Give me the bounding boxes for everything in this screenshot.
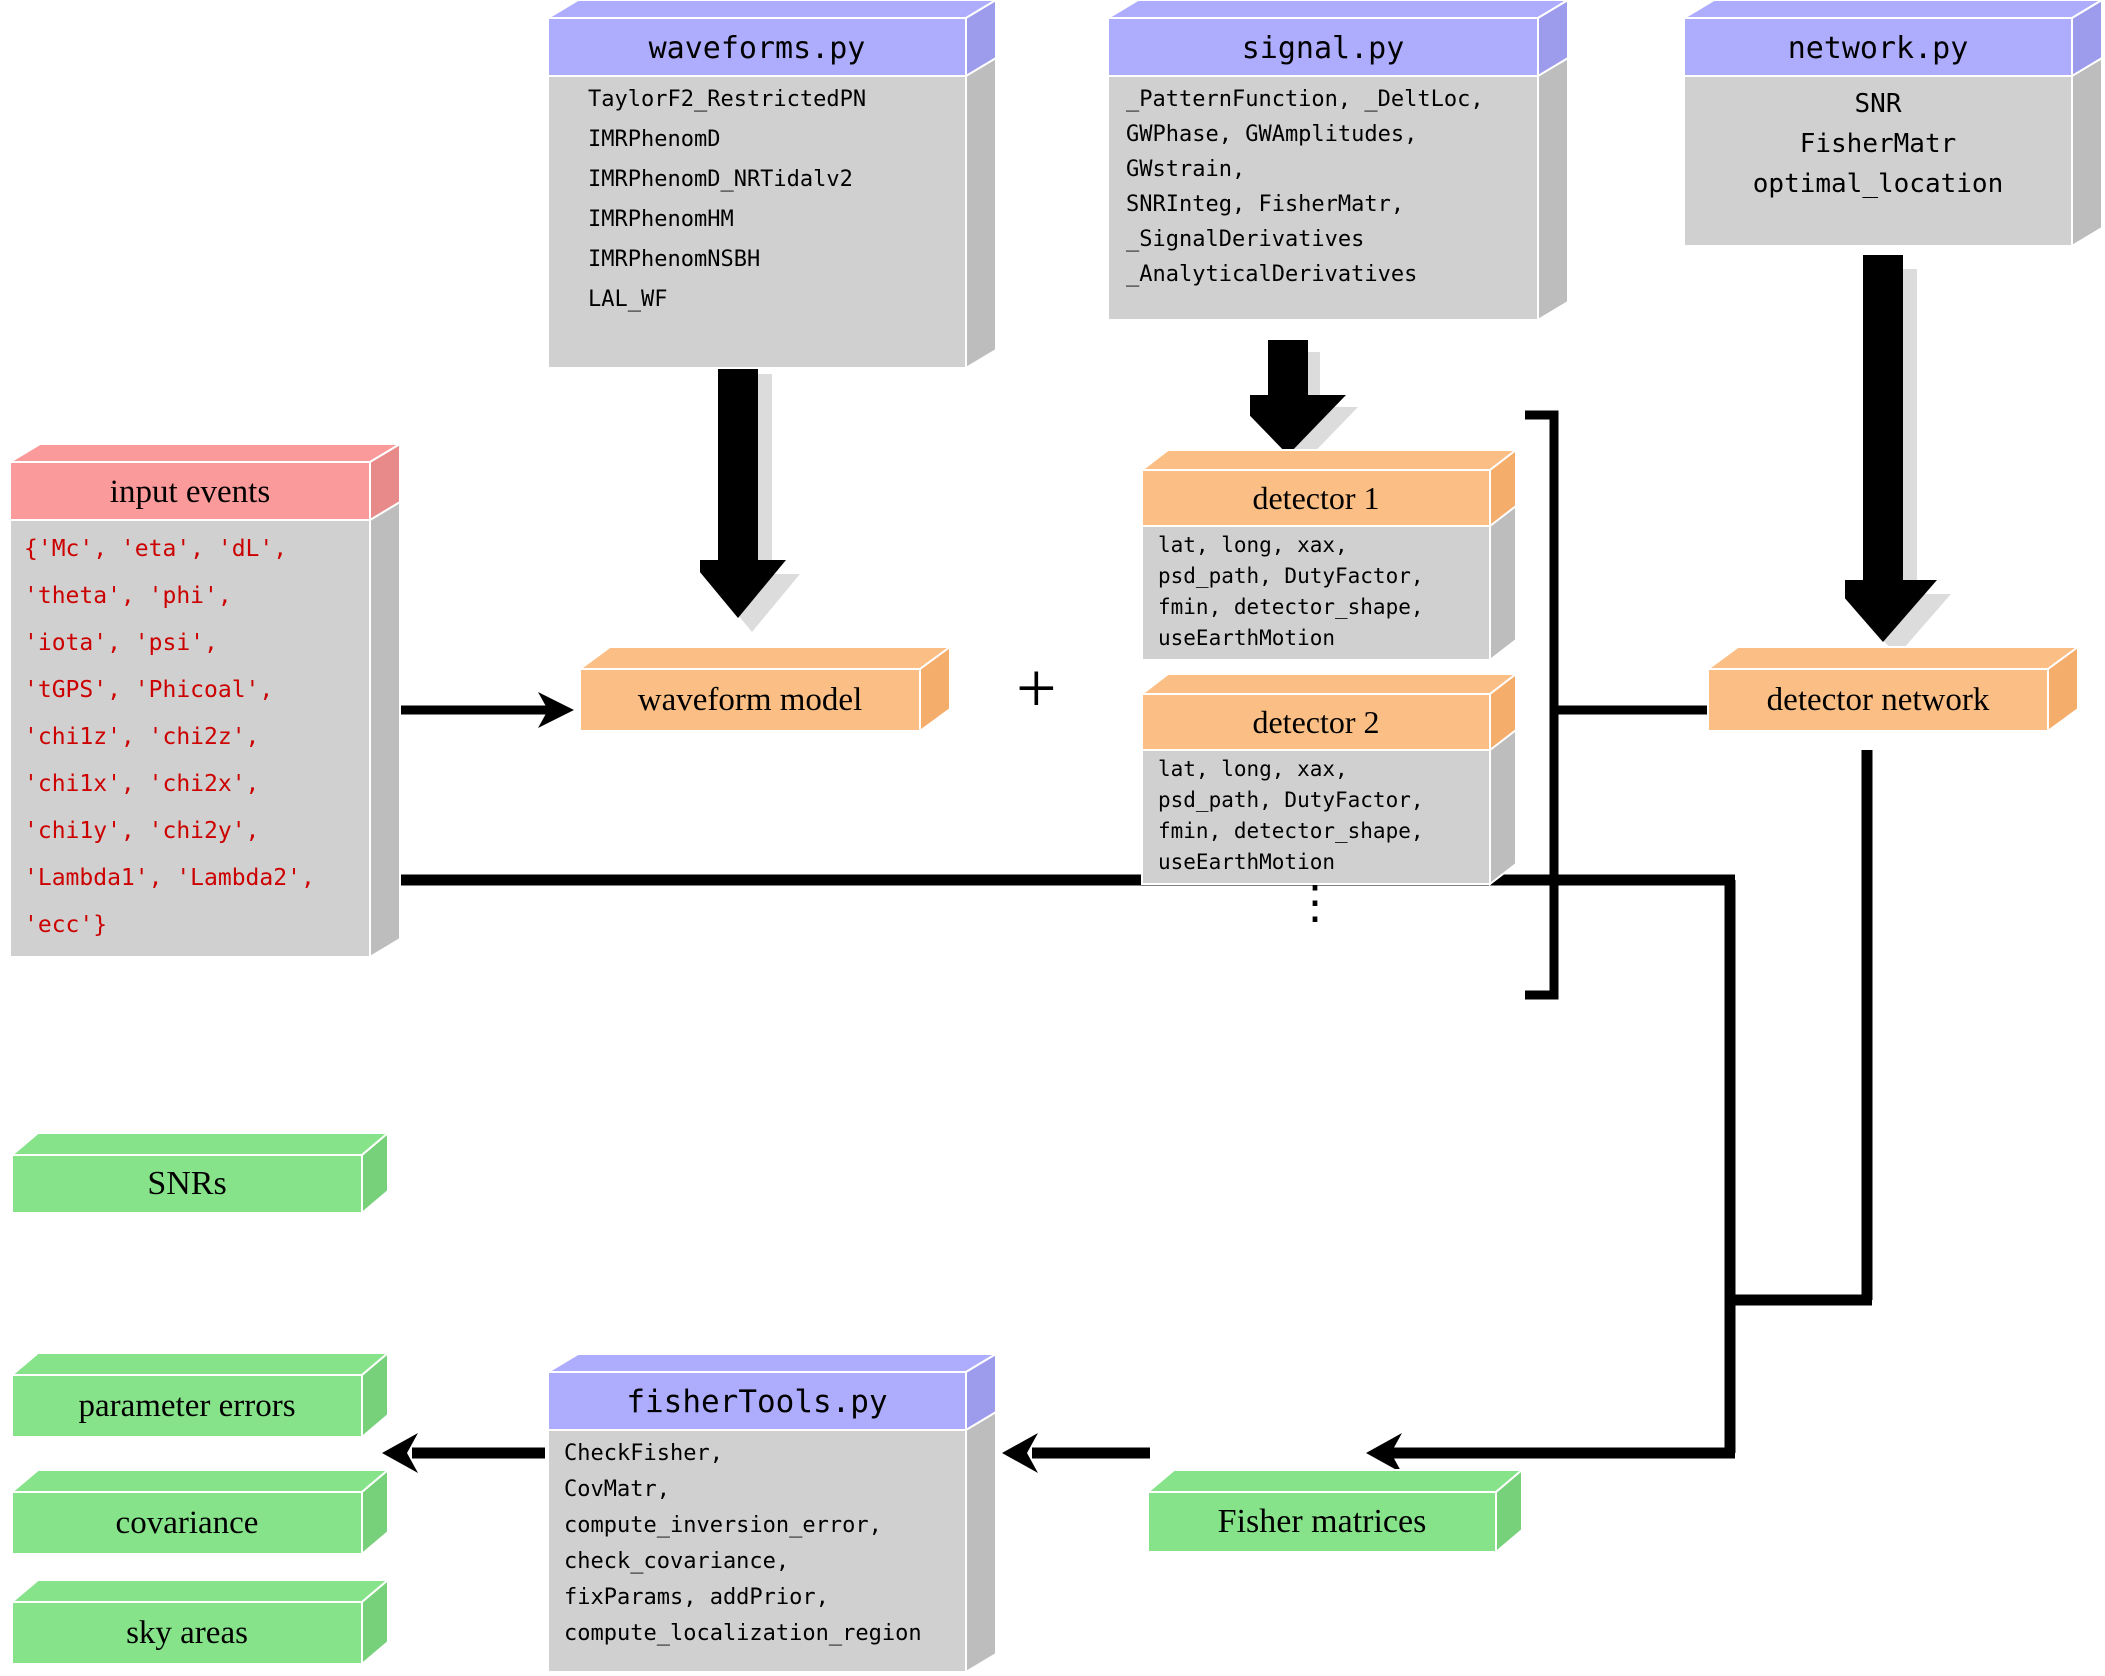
- module-title-fishertools: fisherTools.py: [626, 1384, 888, 1420]
- list-item: {'Mc', 'eta', 'dL',: [24, 536, 288, 562]
- output-label-covariance: covariance: [115, 1504, 259, 1541]
- list-item: useEarthMotion: [1158, 850, 1336, 874]
- list-item: 'chi1x', 'chi2x',: [24, 771, 260, 797]
- module-body-network: SNR FisherMatr optimal_location: [1684, 84, 2072, 204]
- module-title-waveforms: waveforms.py: [648, 30, 866, 66]
- plus-symbol: +: [1016, 648, 1057, 728]
- detector-1-body: lat, long, xax, psd_path, DutyFactor, fm…: [1142, 530, 1490, 654]
- connector-fisher-to-tools: [1002, 1433, 1150, 1473]
- arrow-waveforms-to-model: [700, 360, 800, 632]
- output-box-fisher-matrices: Fisher matrices: [1145, 1467, 1525, 1555]
- list-item: lat, long, xax,: [1158, 757, 1348, 781]
- waveform-model-box: waveform model: [576, 645, 954, 733]
- list-item: IMRPhenomD: [588, 127, 721, 152]
- module-box-network: network.py SNR FisherMatr optimal_locati…: [1680, 0, 2104, 248]
- detector-2-box: detector 2 lat, long, xax, psd_path, Dut…: [1139, 671, 1519, 887]
- list-item: TaylorF2_RestrictedPN: [588, 87, 867, 112]
- list-item: _PatternFunction, _DeltLoc,: [1126, 87, 1484, 112]
- detector-network-box: detector network: [1704, 645, 2082, 733]
- output-label-snrs: SNRs: [147, 1165, 227, 1202]
- list-item: psd_path, DutyFactor,: [1158, 788, 1424, 812]
- connector-tools-to-outputs: [382, 1433, 545, 1473]
- arrow-network-to-detector-network: [1845, 255, 1951, 656]
- output-box-sky-areas: sky areas: [9, 1577, 391, 1667]
- list-item: SNRInteg, FisherMatr,: [1126, 192, 1405, 217]
- module-body-waveforms: TaylorF2_RestrictedPN IMRPhenomD IMRPhen…: [548, 80, 966, 320]
- input-events-body: {'Mc', 'eta', 'dL', 'theta', 'phi', 'iot…: [10, 526, 370, 949]
- list-item: 'ecc'}: [24, 912, 108, 938]
- connector-input-to-waveform-model: [398, 692, 574, 728]
- module-box-waveforms: waveforms.py TaylorF2_RestrictedPN IMRPh…: [544, 0, 998, 370]
- list-item: compute_inversion_error,: [564, 1513, 882, 1538]
- input-events-box: input events {'Mc', 'eta', 'dL', 'theta'…: [6, 442, 404, 959]
- list-item: fmin, detector_shape,: [1158, 595, 1424, 619]
- list-item: CheckFisher,: [564, 1441, 723, 1466]
- detector-ellipsis: ⋮: [1292, 877, 1338, 928]
- output-label-sky-areas: sky areas: [126, 1614, 248, 1651]
- list-item: lat, long, xax,: [1158, 533, 1348, 557]
- list-item: _SignalDerivatives: [1126, 227, 1365, 252]
- module-title-network: network.py: [1787, 30, 1969, 66]
- list-item: _AnalyticalDerivatives: [1126, 262, 1418, 287]
- list-item: GWstrain,: [1126, 157, 1246, 182]
- list-item: 'theta', 'phi',: [24, 583, 232, 609]
- detector-1-title: detector 1: [1252, 479, 1380, 516]
- list-item: psd_path, DutyFactor,: [1158, 564, 1424, 588]
- list-item: SNR: [1854, 89, 1902, 119]
- list-item: 'Lambda1', 'Lambda2',: [24, 865, 315, 891]
- output-box-covariance: covariance: [9, 1467, 391, 1557]
- output-box-snrs: SNRs: [9, 1130, 391, 1216]
- list-item: fixParams, addPrior,: [564, 1585, 829, 1610]
- detector-2-title: detector 2: [1252, 703, 1380, 740]
- arrow-signal-to-detectors: [1250, 340, 1358, 467]
- module-title-signal: signal.py: [1241, 30, 1405, 66]
- output-box-parameter-errors: parameter errors: [9, 1350, 391, 1440]
- output-label-parameter-errors: parameter errors: [78, 1387, 296, 1424]
- list-item: IMRPhenomD_NRTidalv2: [588, 167, 853, 192]
- list-item: 'iota', 'psi',: [24, 630, 218, 656]
- list-item: optimal_location: [1752, 169, 2004, 199]
- module-box-signal: signal.py _PatternFunction, _DeltLoc, GW…: [1104, 0, 1570, 322]
- module-body-fishertools: CheckFisher, CovMatr, compute_inversion_…: [548, 1436, 966, 1652]
- input-events-title: input events: [109, 473, 271, 510]
- module-body-signal: _PatternFunction, _DeltLoc, GWPhase, GWA…: [1108, 82, 1538, 292]
- list-item: CovMatr,: [564, 1477, 670, 1502]
- list-item: FisherMatr: [1799, 129, 1957, 159]
- waveform-model-label: waveform model: [637, 681, 863, 718]
- list-item: IMRPhenomNSBH: [588, 247, 761, 272]
- output-label-fisher-matrices: Fisher matrices: [1217, 1503, 1427, 1540]
- list-item: check_covariance,: [564, 1549, 790, 1574]
- list-item: fmin, detector_shape,: [1158, 819, 1424, 843]
- detector-2-body: lat, long, xax, psd_path, DutyFactor, fm…: [1142, 754, 1490, 878]
- list-item: useEarthMotion: [1158, 626, 1336, 650]
- list-item: 'chi1y', 'chi2y',: [24, 818, 260, 844]
- detector-network-label: detector network: [1766, 681, 1990, 718]
- module-box-fishertools: fisherTools.py CheckFisher, CovMatr, com…: [544, 1352, 1000, 1674]
- list-item: GWPhase, GWAmplitudes,: [1126, 122, 1418, 147]
- list-item: IMRPhenomHM: [588, 207, 734, 232]
- list-item: 'chi1z', 'chi2z',: [24, 724, 260, 750]
- list-item: compute_localization_region: [564, 1621, 922, 1646]
- list-item: 'tGPS', 'Phicoal',: [24, 677, 274, 703]
- list-item: LAL_WF: [588, 287, 668, 312]
- detector-1-box: detector 1 lat, long, xax, psd_path, Dut…: [1139, 447, 1519, 663]
